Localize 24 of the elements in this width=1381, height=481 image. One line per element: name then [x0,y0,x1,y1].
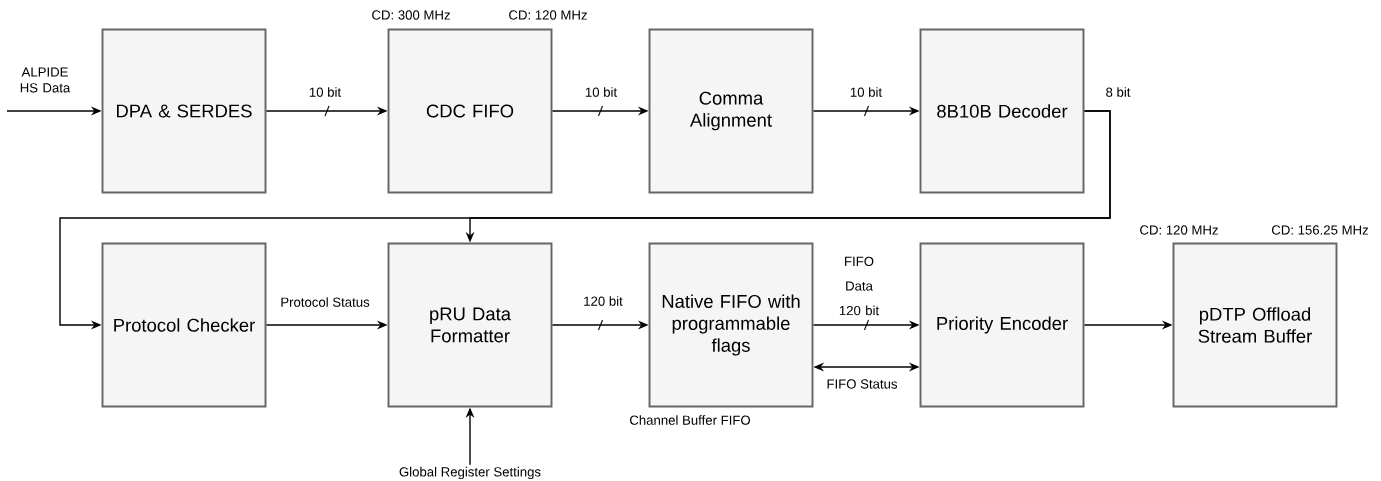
edge-label: ALPIDE HS Data [15,65,75,95]
process-box: pRU Data Formatter [387,242,553,408]
annotation-label: CD: 120 MHz [1140,225,1218,235]
edge-label: 10 bit [583,85,619,99]
edge-label: FIFO Status [824,377,900,391]
process-box: Priority Encoder [919,242,1085,408]
edge-label: 120 bit [581,294,625,308]
process-box: 8B10B Decoder [919,28,1085,194]
annotation-label: CD: 300 MHz [372,10,450,20]
process-box: DPA & SERDES [101,28,267,194]
edge-label: 10 bit [848,85,884,99]
edge-label: 10 bit [307,85,343,99]
process-box: Native FIFO with programmable flags [648,242,814,408]
process-box: pDTP Offload Stream Buffer [1172,242,1338,408]
process-box: CDC FIFO [387,28,553,194]
process-box: Protocol Checker [101,242,267,408]
edge-label: 8 bit [1103,85,1133,99]
edge-label: FIFO Data 120 bit [827,254,891,317]
input-label: Global Register Settings [399,466,541,480]
process-box: Comma Alignment [648,28,814,194]
annotation-label: CD: 156.25 MHz [1271,225,1368,235]
edge-label: Protocol Status [278,295,372,309]
annotation-label: Channel Buffer FIFO [630,415,751,425]
annotation-label: CD: 120 MHz [509,10,587,20]
